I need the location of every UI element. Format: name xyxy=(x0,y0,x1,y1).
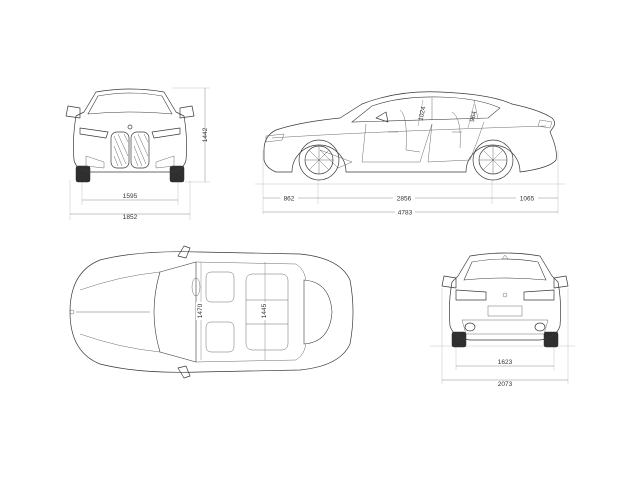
rear-body-outline xyxy=(448,252,562,341)
dimension-line xyxy=(417,99,424,127)
side-headlight xyxy=(265,133,285,143)
label-backdrop xyxy=(516,194,538,202)
rear-left-tire xyxy=(451,331,467,348)
seat-outlines xyxy=(399,109,461,153)
rear-brand-logo-icon xyxy=(502,292,508,298)
rear-diffuser xyxy=(461,319,549,335)
label-backdrop xyxy=(280,194,298,202)
top-right-mirror xyxy=(177,365,191,379)
left-headlight xyxy=(79,127,109,139)
front-left-seat xyxy=(205,271,235,303)
top-view: 1470 1445 xyxy=(69,245,354,379)
front-view: 1595 1852 1442 xyxy=(65,87,210,221)
front-body-outline xyxy=(72,88,188,173)
top-brand-logo-icon xyxy=(69,309,75,315)
rear-window xyxy=(463,258,547,281)
rear-right-tire xyxy=(543,331,559,348)
left-taillight xyxy=(455,289,487,301)
wheelbase-label: 2856 xyxy=(397,196,412,203)
rear-width-mirrors-label: 2073 xyxy=(498,381,513,388)
front-track-label: 1595 xyxy=(123,193,138,200)
cabin-outline xyxy=(195,261,307,363)
rear-bench xyxy=(245,273,289,351)
front-left-tire xyxy=(75,165,91,183)
c-pillar xyxy=(473,99,479,120)
rear-headroom-label: 964 xyxy=(469,110,479,123)
rear-left-mirror xyxy=(441,275,457,289)
front-width-label: 1852 xyxy=(123,214,138,221)
front-spokes xyxy=(305,146,333,174)
side-taillight xyxy=(537,119,553,129)
side-view: 1024 964 862 2856 1065 4783 xyxy=(255,91,565,217)
left-kidney-grille xyxy=(110,131,130,169)
label-backdrop xyxy=(260,302,268,320)
right-headlight xyxy=(151,127,181,139)
left-mirror xyxy=(65,105,81,119)
side-mirror xyxy=(375,111,389,123)
rear-overhang-label: 1065 xyxy=(520,196,535,203)
top-left-mirror xyxy=(177,245,191,259)
front-windshield xyxy=(87,92,173,115)
front-side-vent xyxy=(319,149,353,169)
steering-wheel-icon xyxy=(191,277,201,297)
label-backdrop xyxy=(393,194,415,202)
right-exhaust-tip xyxy=(534,322,546,332)
side-body-outline xyxy=(263,91,557,173)
hood-creases xyxy=(76,271,161,353)
label-backdrop xyxy=(395,208,415,216)
rear-spokes xyxy=(479,146,507,174)
right-kidney-grille xyxy=(130,131,150,169)
top-rear-window xyxy=(303,279,333,345)
overall-length-label: 4783 xyxy=(398,210,413,217)
door-panels xyxy=(361,121,485,163)
top-body-outline xyxy=(69,251,354,373)
front-right-seat xyxy=(205,321,235,353)
top-windshield xyxy=(153,261,197,363)
label-backdrop xyxy=(196,302,204,320)
brand-logo-icon xyxy=(127,124,133,130)
dimension-line xyxy=(467,103,475,129)
front-shoulder-room-label: 1470 xyxy=(197,303,204,318)
right-taillight xyxy=(523,289,555,301)
side-windows xyxy=(351,96,501,123)
left-exhaust-tip xyxy=(464,322,476,332)
rear-track-label: 1623 xyxy=(498,359,513,366)
overall-height-label: 1442 xyxy=(202,127,209,142)
shark-fin-antenna xyxy=(501,254,509,260)
front-headroom-label: 1024 xyxy=(418,106,428,122)
front-right-tire xyxy=(169,165,185,183)
shoulder-line xyxy=(271,125,547,139)
right-mirror xyxy=(179,105,195,119)
rear-view: 1623 2073 xyxy=(430,252,575,388)
grille-mesh xyxy=(133,133,149,167)
lower-air-intakes xyxy=(85,155,175,169)
rear-right-mirror xyxy=(553,275,569,289)
grille-mesh xyxy=(113,133,129,167)
front-overhang-label: 862 xyxy=(284,196,295,203)
front-wheel xyxy=(298,139,340,181)
rear-wheel xyxy=(472,139,514,181)
license-plate xyxy=(487,305,523,317)
rear-shoulder-room-label: 1445 xyxy=(261,303,268,318)
